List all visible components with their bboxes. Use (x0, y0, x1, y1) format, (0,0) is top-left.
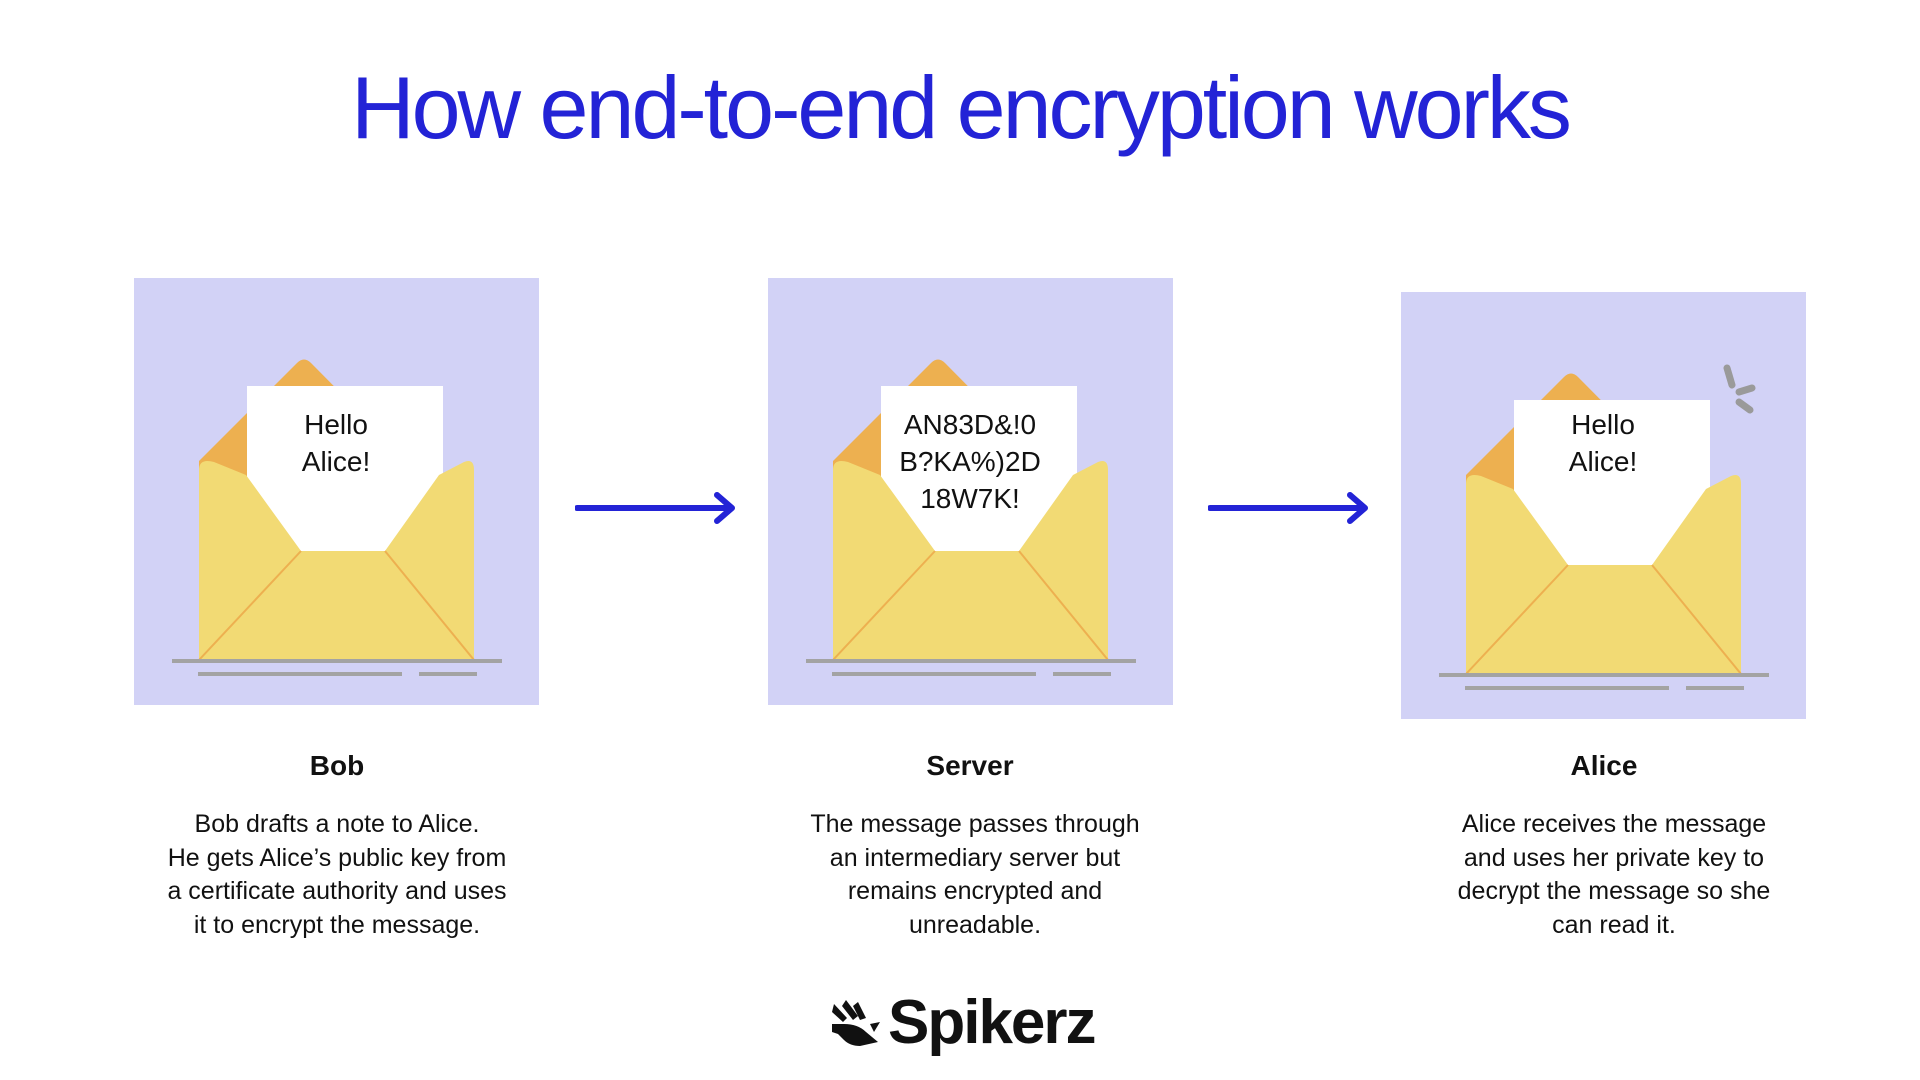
arrow-right-icon (1208, 492, 1368, 524)
envelope-icon (172, 359, 502, 676)
note-line: AN83D&!0 (903, 409, 1037, 440)
note-message: Hello Alice! (1505, 406, 1701, 480)
step-label-server: Server (926, 750, 1014, 781)
step-label-bob: Bob (309, 750, 365, 781)
bob-illustration-panel: Hello Alice! (134, 278, 539, 705)
spikerz-logo-icon (832, 1000, 880, 1046)
envelope-icon (806, 359, 1136, 676)
note-line: Alice! (301, 446, 371, 477)
step-description-alice: Alice receives the message and uses her … (1457, 810, 1771, 939)
step-description-bob: Bob drafts a note to Alice. He gets Alic… (167, 810, 507, 939)
note-line: B?KA%)2D (899, 446, 1041, 477)
brand-logo: Spikerz (830, 990, 1130, 1060)
arrow-right-icon (575, 492, 735, 524)
step-description-server: The message passes through an intermedia… (810, 810, 1140, 939)
note-line: 18W7K! (920, 483, 1020, 514)
sparkle-icon (1723, 364, 1756, 414)
brand-name: Spikerz (888, 988, 1097, 1057)
note-message: Hello Alice! (238, 406, 434, 480)
note-line: Alice! (1568, 446, 1638, 477)
envelope-icon (1439, 364, 1769, 690)
note-line: Hello (304, 409, 368, 440)
page-title: How end-to-end encryption works (351, 58, 1572, 157)
step-label-alice: Alice (1570, 750, 1638, 781)
alice-illustration-panel: Hello Alice! (1401, 292, 1806, 719)
note-message: AN83D&!0 B?KA%)2D 18W7K! (872, 406, 1068, 517)
note-line: Hello (1571, 409, 1635, 440)
server-illustration-panel: AN83D&!0 B?KA%)2D 18W7K! (768, 278, 1173, 705)
